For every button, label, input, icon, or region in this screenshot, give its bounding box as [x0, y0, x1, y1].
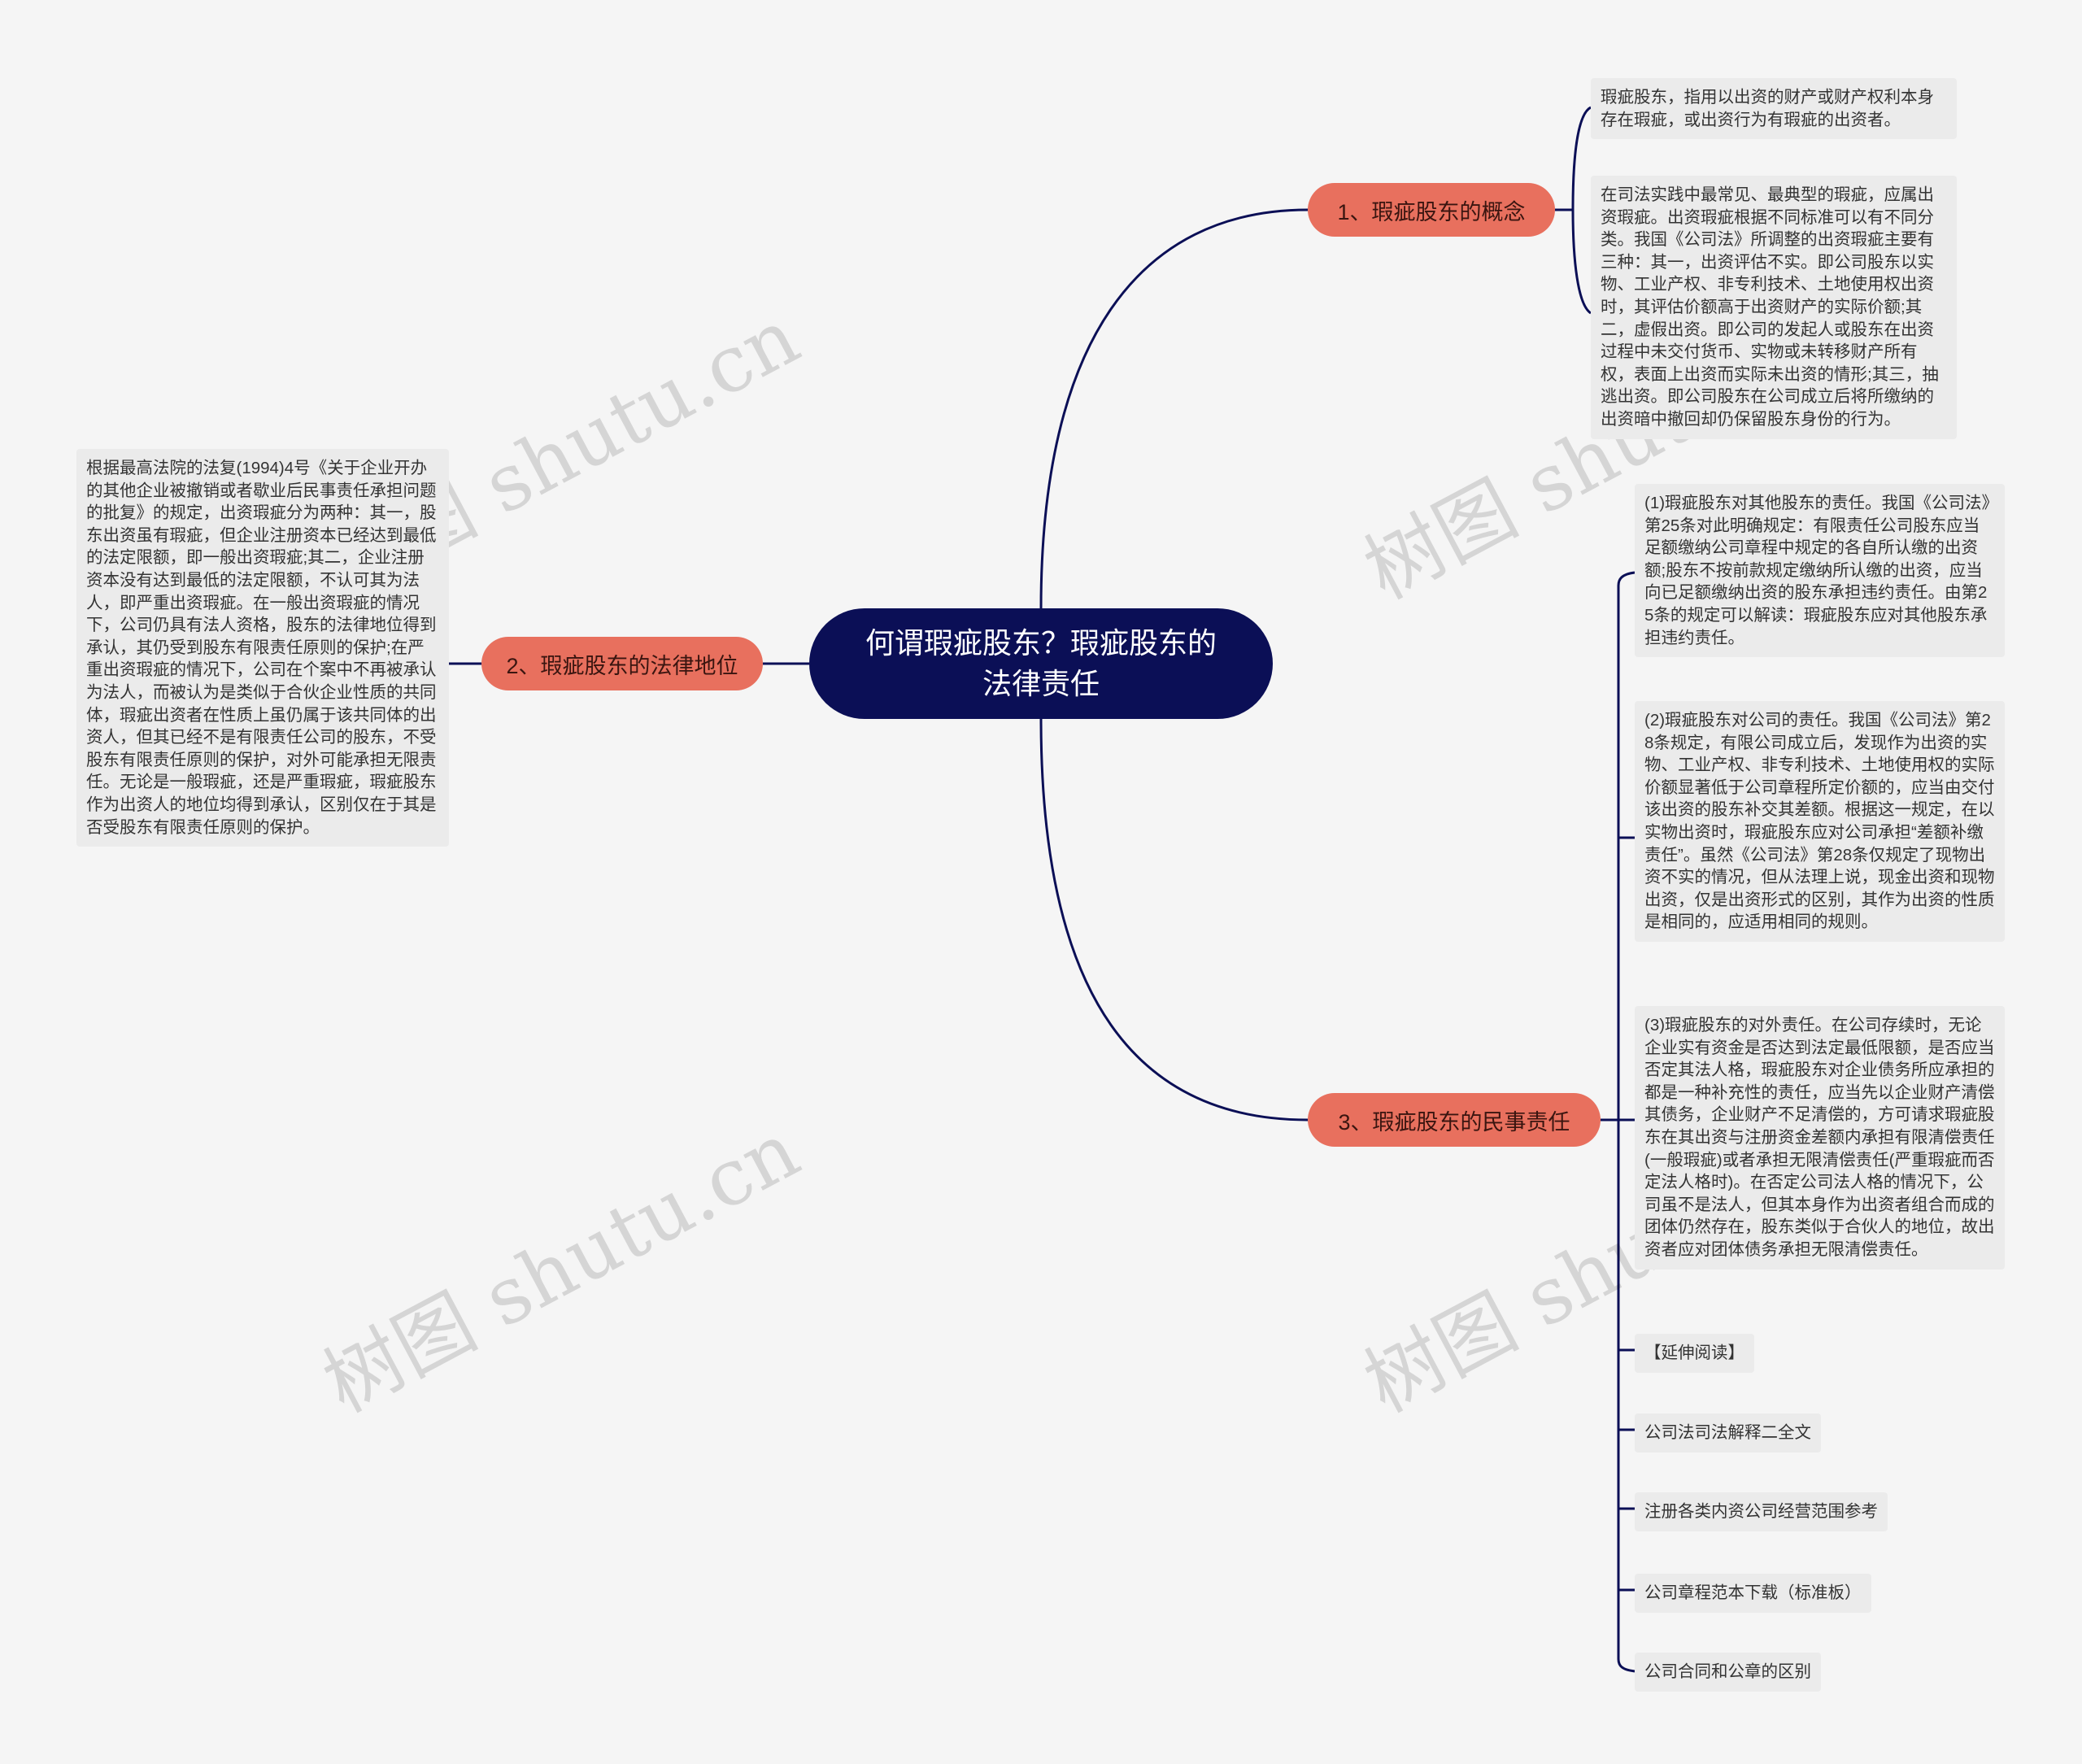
leaf-text: 注册各类内资公司经营范围参考 — [1644, 1502, 1878, 1521]
connector-branch-1-bracket — [1555, 106, 1592, 315]
leaf-node[interactable]: 瑕疵股东，指用以出资的财产或财产权利本身存在瑕疵，或出资行为有瑕疵的出资者。 — [1591, 78, 1957, 140]
root-node[interactable]: 何谓瑕疵股东？瑕疵股东的法律责任 — [809, 608, 1273, 719]
leaf-node[interactable]: (2)瑕疵股东对公司的责任。我国《公司法》第28条规定，有限公司成立后，发现作为… — [1635, 701, 2005, 942]
leaf-text: 公司章程范本下载（标准板） — [1644, 1583, 1862, 1602]
branch-node-legal-status[interactable]: 2、瑕疵股东的法律地位 — [481, 637, 763, 690]
leaf-node-link[interactable]: 公司合同和公章的区别 — [1635, 1653, 1821, 1692]
leaf-text: 在司法实践中最常见、最典型的瑕疵，应属出资瑕疵。出资瑕疵根据不同标准可以有不同分… — [1601, 185, 1939, 429]
leaf-node[interactable]: 根据最高法院的法复(1994)4号《关于企业开办的其他企业被撤销或者歇业后民事责… — [76, 449, 449, 847]
leaf-node-link[interactable]: 公司章程范本下载（标准板） — [1635, 1574, 1871, 1613]
branch-label: 2、瑕疵股东的法律地位 — [506, 653, 738, 678]
leaf-node-extended-reading[interactable]: 【延伸阅读】 — [1635, 1334, 1754, 1373]
leaf-text: 公司合同和公章的区别 — [1644, 1662, 1811, 1681]
leaf-text: (1)瑕疵股东对其他股东的责任。我国《公司法》第25条对此明确规定：有限责任公司… — [1644, 494, 1990, 647]
connector-root-branch-3 — [1039, 718, 1309, 1122]
leaf-text: 公司法司法解释二全文 — [1644, 1423, 1811, 1442]
branch-label: 3、瑕疵股东的民事责任 — [1338, 1109, 1570, 1135]
leaf-text: (3)瑕疵股东的对外责任。在公司存续时，无论企业实有资金是否达到法定最低限额，是… — [1644, 1016, 1995, 1259]
connector-root-branch-1 — [1039, 208, 1309, 609]
leaf-node-link[interactable]: 公司法司法解释二全文 — [1635, 1413, 1821, 1453]
leaf-text: 【延伸阅读】 — [1644, 1344, 1744, 1362]
leaf-node[interactable]: 在司法实践中最常见、最典型的瑕疵，应属出资瑕疵。出资瑕疵根据不同标准可以有不同分… — [1591, 176, 1957, 439]
root-title: 何谓瑕疵股东？瑕疵股东的法律责任 — [865, 626, 1217, 700]
connector-branch-3-bracket — [1601, 571, 1636, 1673]
leaf-node-link[interactable]: 注册各类内资公司经营范围参考 — [1635, 1492, 1888, 1531]
branch-node-civil-liability[interactable]: 3、瑕疵股东的民事责任 — [1308, 1093, 1601, 1147]
leaf-node[interactable]: (3)瑕疵股东的对外责任。在公司存续时，无论企业实有资金是否达到法定最低限额，是… — [1635, 1006, 2005, 1270]
leaf-text: (2)瑕疵股东对公司的责任。我国《公司法》第28条规定，有限公司成立后，发现作为… — [1644, 711, 1995, 932]
leaf-text: 根据最高法院的法复(1994)4号《关于企业开办的其他企业被撤销或者歇业后民事责… — [86, 459, 437, 837]
leaf-text: 瑕疵股东，指用以出资的财产或财产权利本身存在瑕疵，或出资行为有瑕疵的出资者。 — [1601, 88, 1934, 129]
branch-label: 1、瑕疵股东的概念 — [1337, 199, 1526, 224]
branch-node-concept[interactable]: 1、瑕疵股东的概念 — [1308, 183, 1555, 237]
leaf-node[interactable]: (1)瑕疵股东对其他股东的责任。我国《公司法》第25条对此明确规定：有限责任公司… — [1635, 484, 2005, 658]
